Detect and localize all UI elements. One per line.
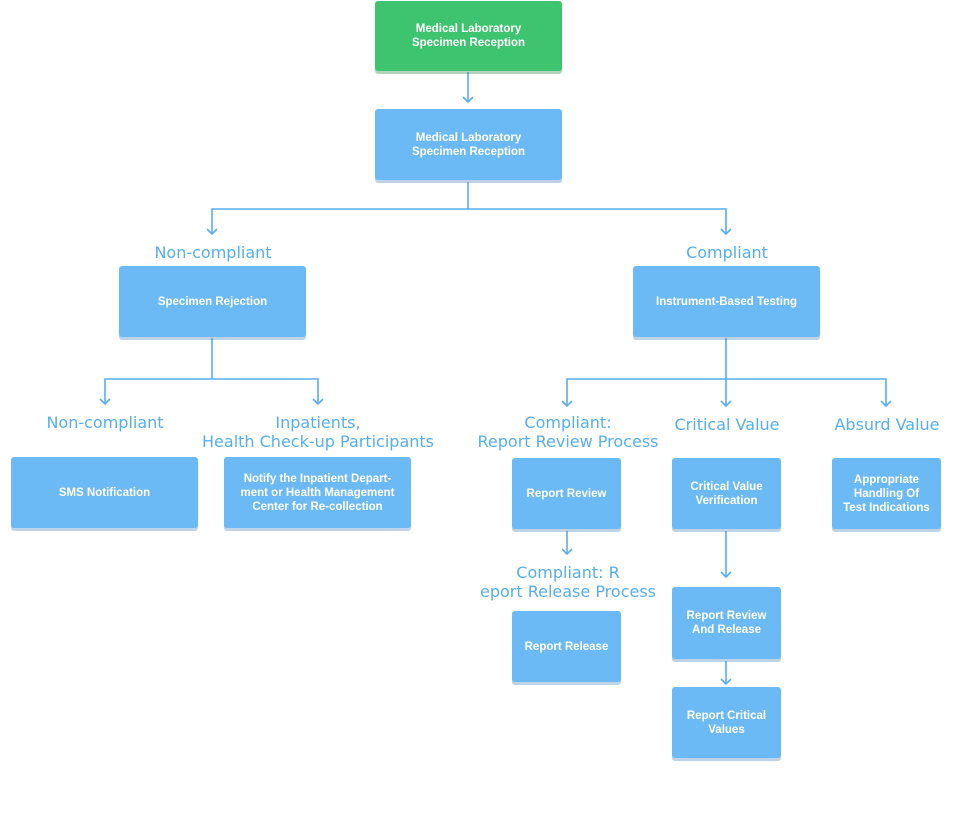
label-compliant-review: Compliant: Report Review Process bbox=[477, 413, 659, 451]
label-compliant-top: Compliant bbox=[686, 243, 768, 262]
label-absurd-value: Absurd Value bbox=[834, 415, 940, 434]
label-critical-value: Critical Value bbox=[674, 415, 780, 434]
branch-rejection bbox=[104, 338, 319, 404]
report-critical-values-node: Report Critical Values bbox=[672, 687, 781, 758]
label-inpatients: Inpatients, Health Check-up Participants bbox=[202, 413, 434, 451]
specimen-rejection-node: Specimen Rejection bbox=[119, 266, 306, 337]
report-review-release-node: Report Review And Release bbox=[672, 587, 781, 659]
label-compliant-release: Compliant: R eport Release Process bbox=[479, 563, 657, 601]
report-review-node: Report Review bbox=[512, 458, 621, 529]
branch-reception bbox=[211, 182, 727, 234]
branch-instrument bbox=[566, 338, 887, 406]
label-non-compliant-left: Non-compliant bbox=[46, 413, 164, 432]
sms-notification-node: SMS Notification bbox=[11, 457, 198, 528]
reception-node: Medical Laboratory Specimen Reception bbox=[375, 109, 562, 180]
appropriate-handling-node: Appropriate Handling Of Test Indications bbox=[832, 458, 941, 529]
critical-verification-node: Critical Value Verification bbox=[672, 458, 781, 529]
notify-recollection-node: Notify the Inpatient Depart- ment or Hea… bbox=[224, 457, 411, 528]
label-non-compliant-top: Non-compliant bbox=[154, 243, 272, 262]
report-release-node: Report Release bbox=[512, 611, 621, 682]
reception-start-node: Medical Laboratory Specimen Reception bbox=[375, 1, 562, 71]
instrument-testing-node: Instrument-Based Testing bbox=[633, 266, 820, 337]
